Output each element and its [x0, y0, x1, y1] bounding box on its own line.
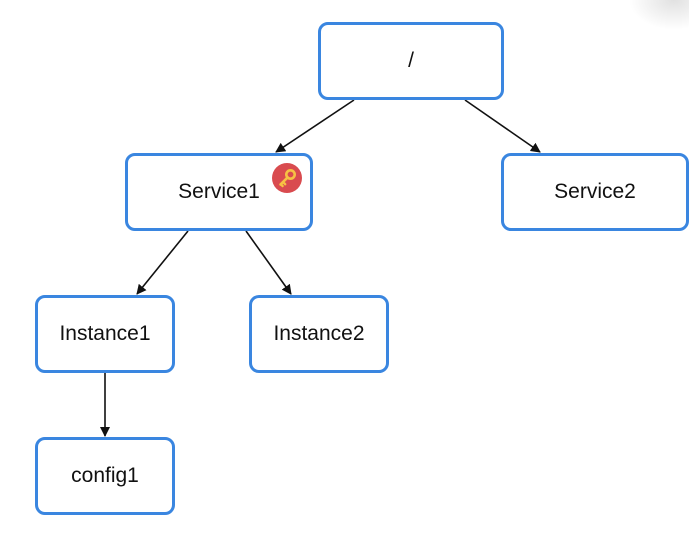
key-icon: [279, 169, 296, 188]
node-config1-label: config1: [71, 464, 139, 487]
node-instance2-label: Instance2: [273, 322, 365, 345]
edge-service1-instance2: [245, 230, 292, 295]
key-badge: [272, 163, 302, 193]
node-service2-label: Service2: [554, 180, 636, 203]
node-instance2[interactable]: Instance2: [249, 295, 389, 373]
node-instance1-label: Instance1: [59, 322, 151, 345]
node-root-label: /: [408, 49, 414, 72]
node-service2[interactable]: Service2: [501, 153, 689, 231]
node-service1-label: Service1: [178, 180, 260, 203]
node-instance1[interactable]: Instance1: [35, 295, 175, 373]
edge-root-service1: [275, 99, 355, 153]
edge-root-service2: [464, 99, 541, 153]
edge-service1-instance1: [136, 230, 189, 295]
node-config1[interactable]: config1: [35, 437, 175, 515]
node-root[interactable]: /: [318, 22, 504, 100]
